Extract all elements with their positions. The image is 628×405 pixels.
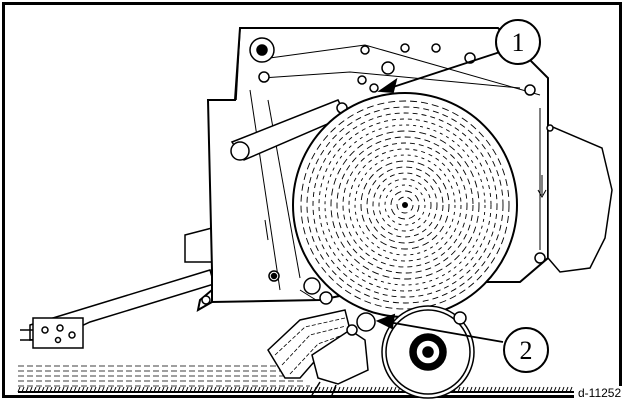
leader-lines bbox=[375, 51, 504, 343]
callout-2: 2 bbox=[503, 327, 549, 373]
bale-ring bbox=[348, 148, 462, 262]
callout-2-number: 2 bbox=[520, 336, 533, 365]
tension-arm bbox=[230, 99, 348, 161]
rollers bbox=[201, 37, 546, 305]
windrow-hay bbox=[18, 365, 310, 387]
gauge-wheel bbox=[381, 305, 475, 399]
bale-ring bbox=[366, 166, 444, 244]
bale-ring bbox=[330, 130, 480, 280]
round-bale bbox=[292, 92, 518, 318]
callout-1: 1 bbox=[495, 19, 541, 65]
bale-ring bbox=[360, 160, 450, 250]
bale-ring bbox=[300, 100, 510, 310]
bale-ring bbox=[342, 142, 468, 268]
bale-ring bbox=[306, 106, 504, 304]
bale-ring bbox=[384, 184, 426, 226]
bale-ring bbox=[372, 172, 438, 238]
bale-ring bbox=[324, 124, 486, 286]
figure-code: d-11252 bbox=[578, 386, 621, 400]
bale-ring bbox=[390, 190, 420, 220]
pickup-assembly bbox=[267, 309, 376, 396]
bale-ring bbox=[396, 196, 414, 214]
rear-tailgate bbox=[537, 123, 613, 273]
bale-ring bbox=[354, 154, 456, 256]
callout-1-number: 1 bbox=[512, 28, 525, 57]
bale-ring bbox=[312, 112, 498, 298]
figure-code-background bbox=[574, 386, 622, 398]
hitch-tongue bbox=[20, 227, 215, 349]
bale-ring bbox=[318, 118, 492, 292]
bale-ring bbox=[336, 136, 474, 274]
bale-ring bbox=[378, 178, 432, 232]
